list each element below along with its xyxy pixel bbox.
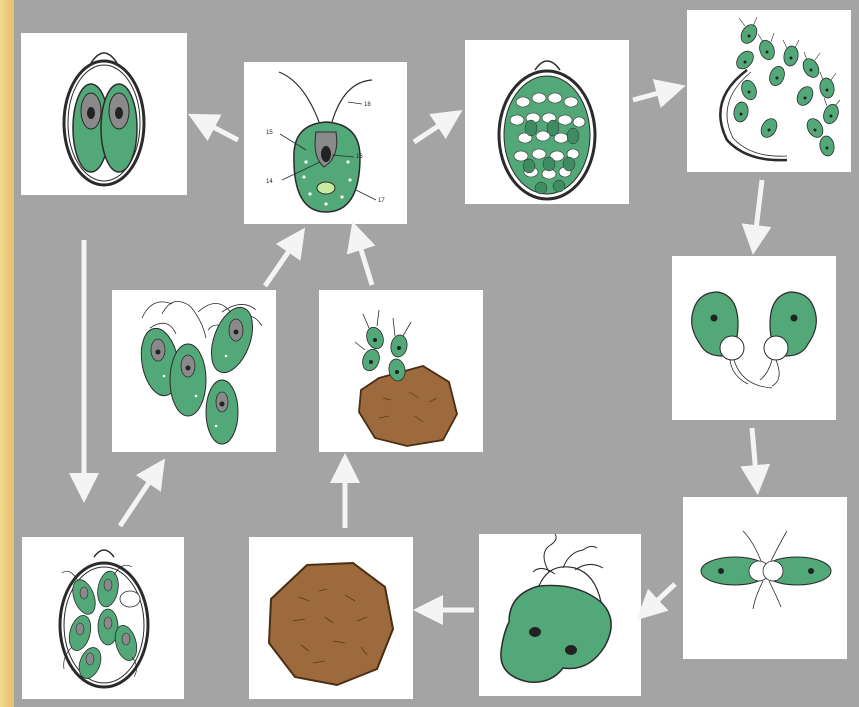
arrow-gametangium-to-gametes <box>633 88 677 100</box>
arrow-zoospores-to-cell <box>265 235 300 286</box>
arrow-fusing-to-zygote <box>643 584 675 614</box>
arrow-germination-to-zoospores <box>120 466 160 526</box>
arrow-cell-to-gametangium <box>414 115 455 142</box>
arrow-gametes-to-pair <box>754 180 762 246</box>
arrow-pair-to-fusing <box>752 428 757 486</box>
arrow-germinating-to-cell <box>355 230 372 285</box>
arrow-cell-to-sporangium <box>196 118 238 140</box>
